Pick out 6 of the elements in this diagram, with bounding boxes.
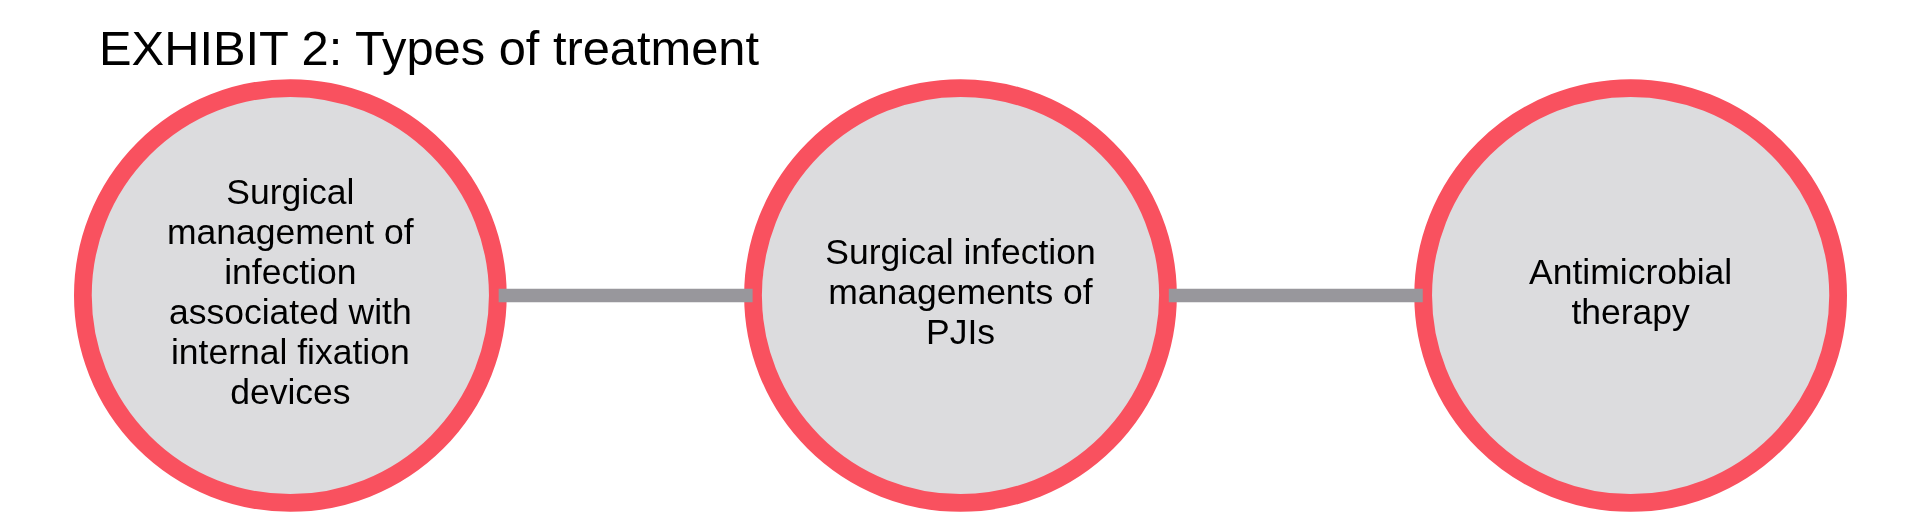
node-circle: Antimicrobial therapy xyxy=(1413,79,1847,512)
connector xyxy=(498,288,753,303)
connector xyxy=(1168,288,1423,303)
node-circle: Surgical management of infection associated with internal fixation devices xyxy=(73,79,507,512)
node-circle: Surgical infection managements of PJIs xyxy=(743,79,1177,512)
diagram-title: EXHIBIT 2: Types of treatment xyxy=(98,20,759,75)
